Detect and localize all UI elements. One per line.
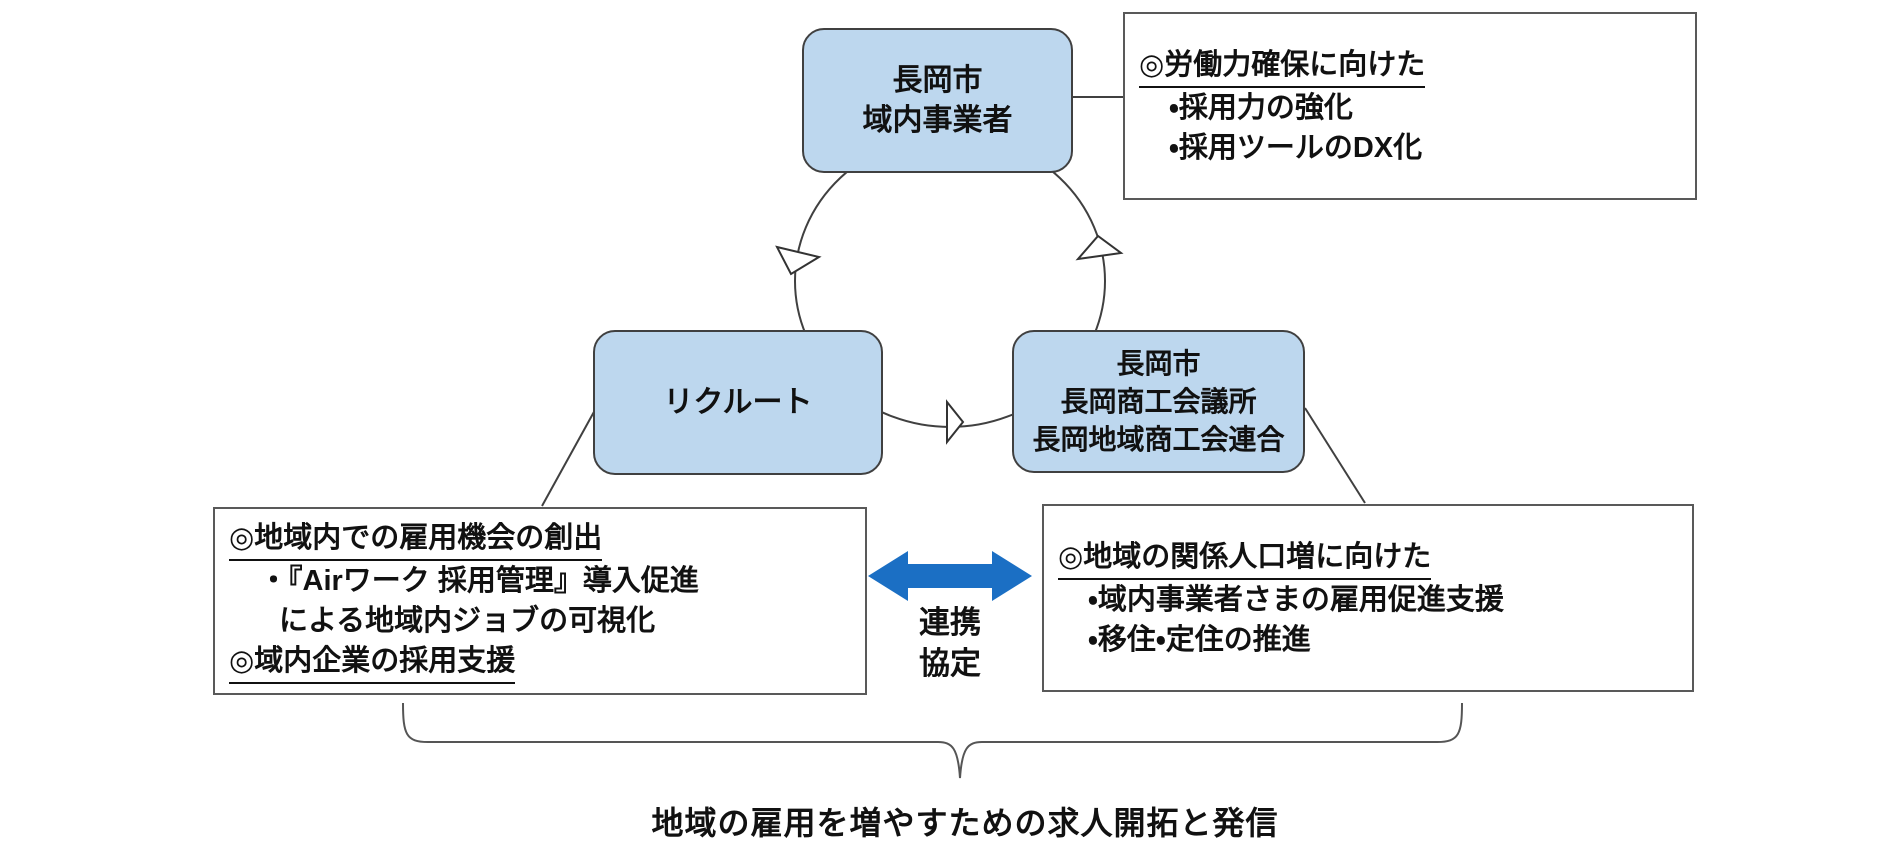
diagram-caption: 地域の雇用を増やすための求人開拓と発信 [651,805,1279,841]
callout-line: ◎地域内での雇用機会の創出 [215,518,865,561]
partnership-double-arrow-icon [868,551,1032,601]
node-label-line: 長岡地域商工会連合 [1032,423,1285,455]
partnership-agreement-label: 連携 協定 [880,602,1020,684]
callout-line: ◎地域の関係人口増に向けた [1044,537,1692,580]
node-label-line: 域内事業者 [862,103,1013,137]
callout-heading: ◎労働力確保に向けた [1139,45,1426,88]
callout-line: ◎域内企業の採用支援 [215,641,865,684]
node-label-line: 長岡市 [892,63,983,97]
connector-bottom-right [1304,407,1366,504]
node-label-line: 長岡商工会議所 [1060,385,1257,417]
partnership-label-line: 協定 [919,646,981,681]
callout-line: ・域内事業者さまの雇用促進支援 [1088,583,1504,616]
bottom-brace [402,702,1463,779]
callout-line: ・『Airワーク 採用管理』導入促進 [259,565,699,597]
callout-line: による地域内ジョブの可視化 [279,605,656,637]
node-label-line: 長岡市 [1116,347,1201,379]
node-nagaoka-chambers: 長岡市 長岡商工会議所 長岡地域商工会連合 [1012,330,1305,473]
callout-heading: ◎域内企業の採用支援 [229,641,516,684]
callout-heading: ◎地域内での雇用機会の創出 [229,518,603,561]
callout-line: ・採用力の強化 [1169,91,1353,124]
callout-line: ・移住・定住の推進 [1088,623,1311,656]
callout-line: ◎労働力確保に向けた [1125,45,1695,88]
cycle-arrowhead-bottom-icon [946,399,965,445]
node-recruit: リクルート [593,330,883,475]
callout-related-population: ◎地域の関係人口増に向けた ・域内事業者さまの雇用促進支援 ・移住・定住の推進 [1042,504,1694,692]
connector-bottom-left [541,409,596,507]
callout-labor-force: ◎労働力確保に向けた ・採用力の強化 ・採用ツールのDX化 [1123,12,1697,200]
callout-line: ・採用ツールのDX化 [1169,131,1423,164]
cycle-arrowhead-right-icon [1075,234,1124,261]
cycle-arrowhead-left-icon [775,245,822,276]
node-nagaoka-local-businesses: 長岡市 域内事業者 [802,28,1073,173]
partnership-label-line: 連携 [919,605,981,640]
callout-job-creation: ◎地域内での雇用機会の創出 ・『Airワーク 採用管理』導入促進 による地域内ジ… [213,507,867,695]
callout-heading: ◎地域の関係人口増に向けた [1058,537,1432,580]
node-label-line: リクルート [663,385,813,419]
